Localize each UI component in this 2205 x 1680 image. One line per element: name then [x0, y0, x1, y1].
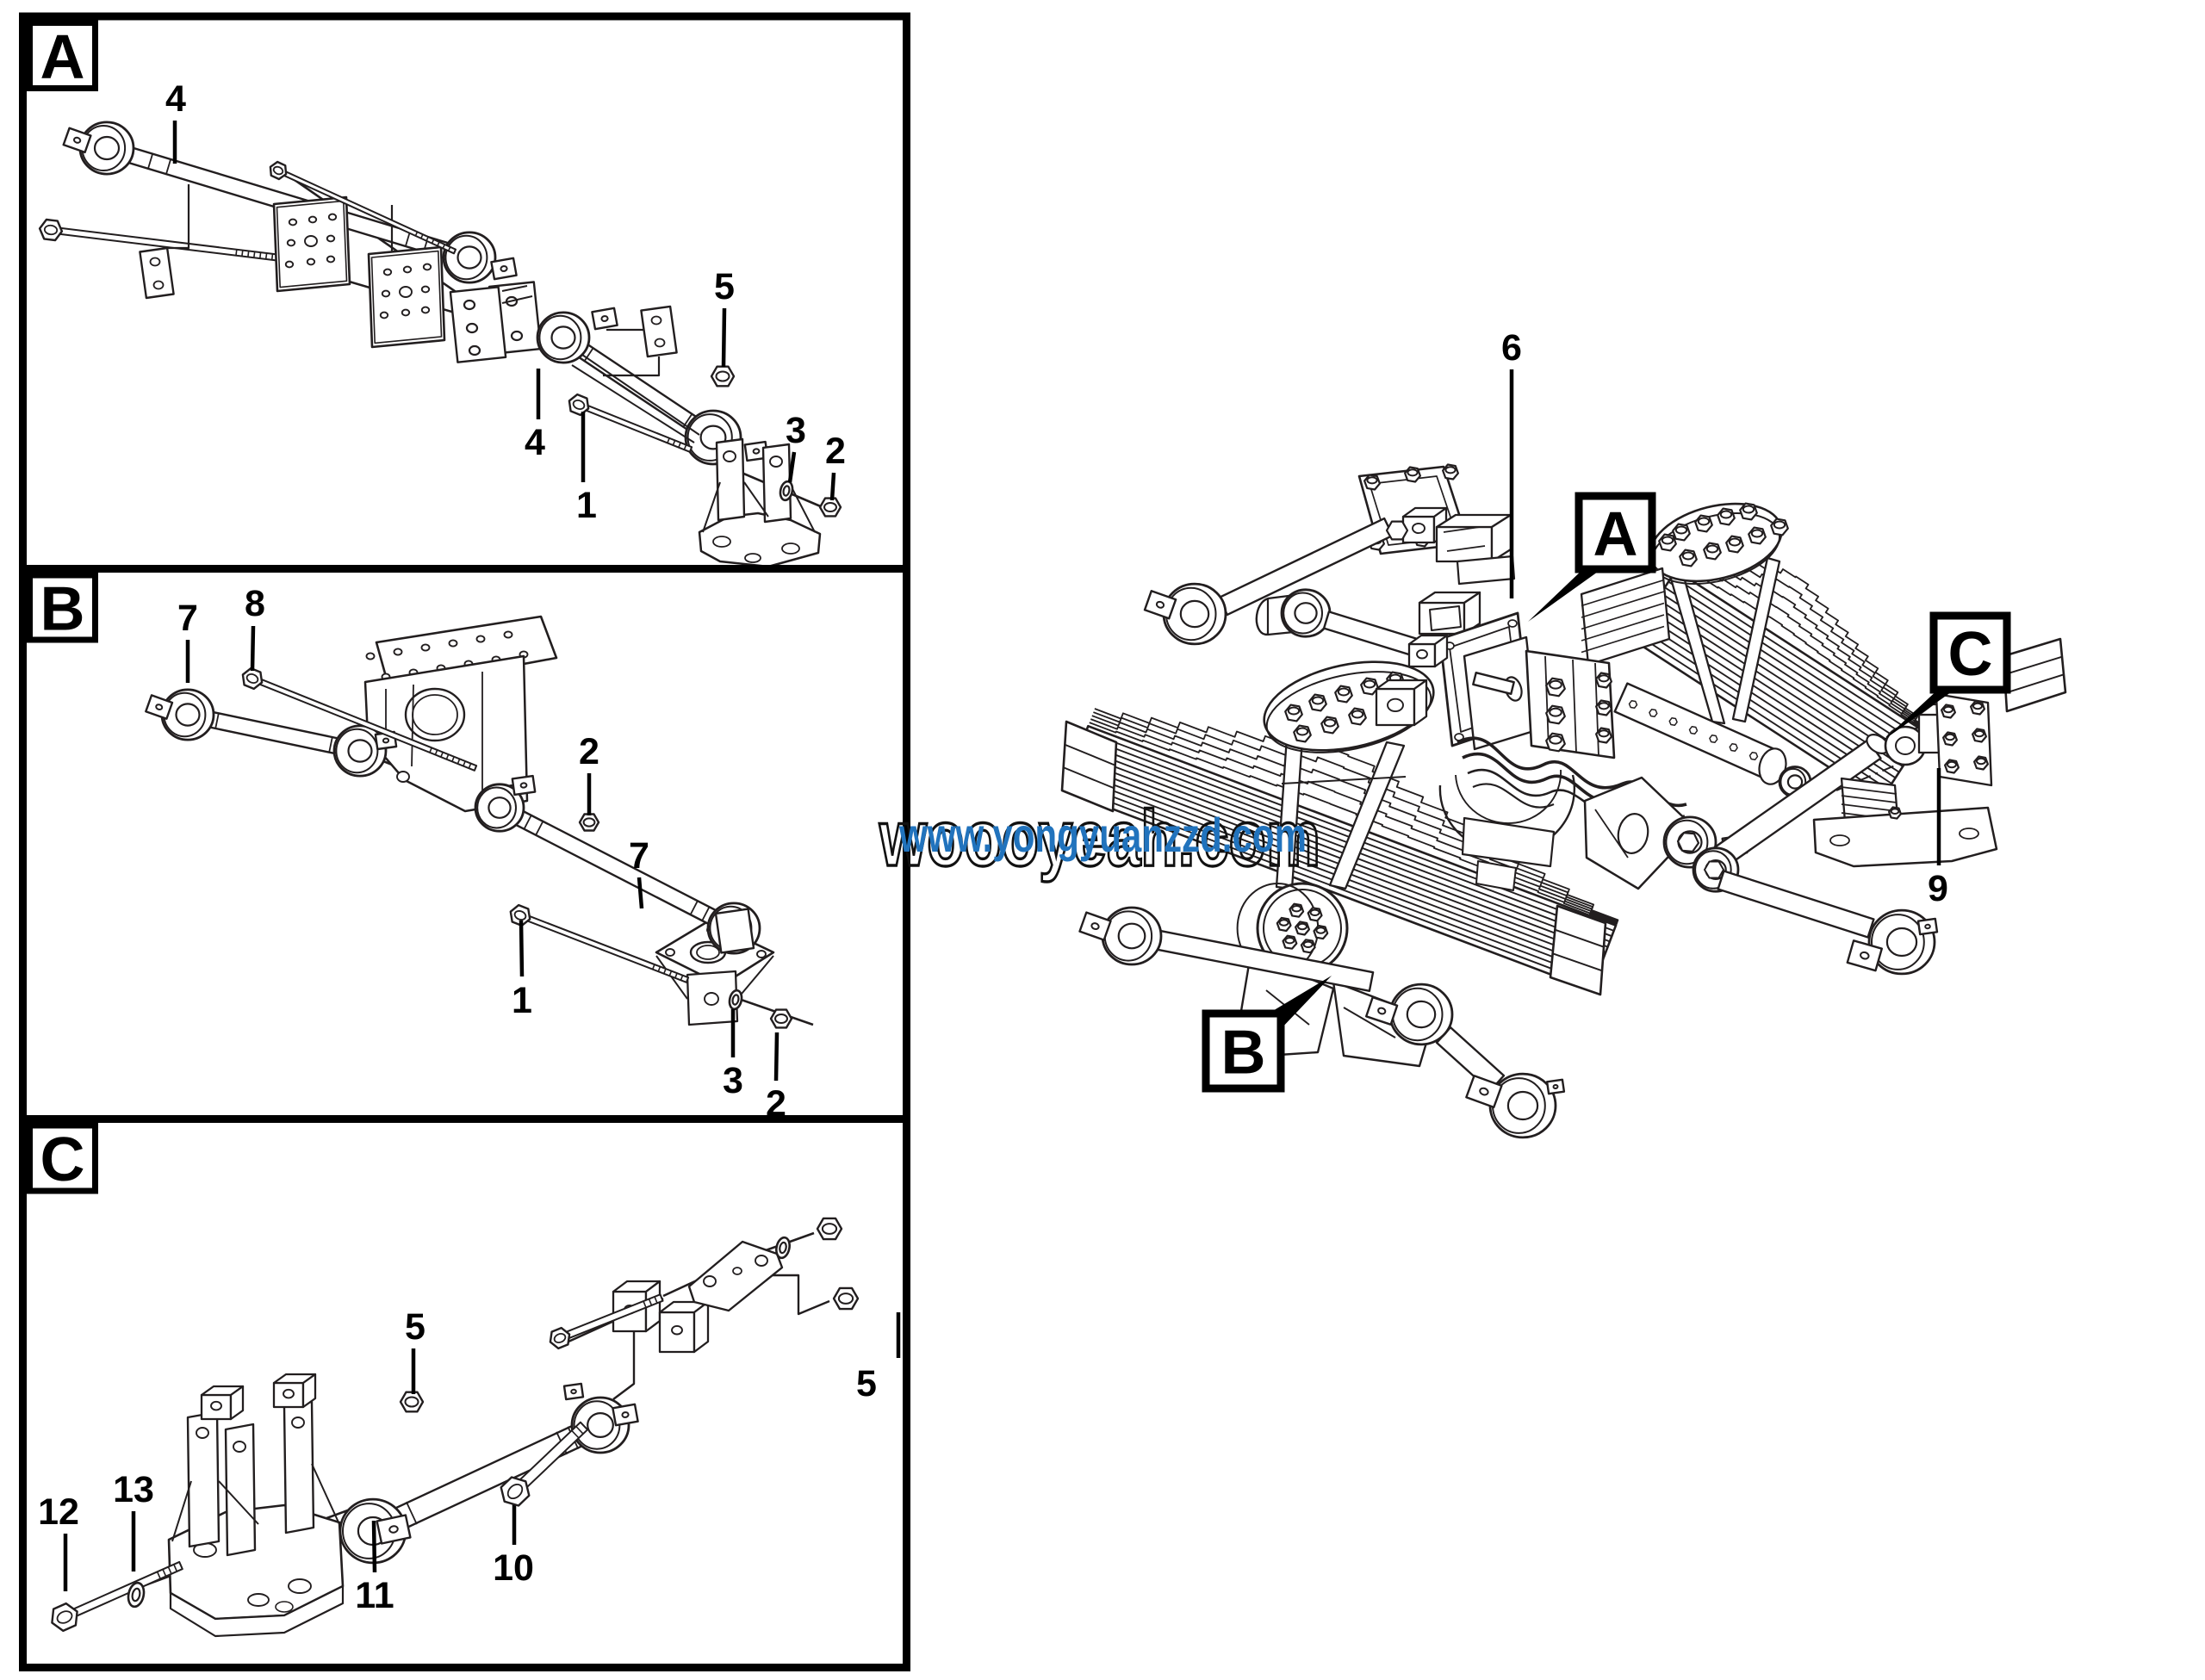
- svg-text:13: 13: [113, 1469, 154, 1510]
- svg-text:B: B: [40, 575, 85, 644]
- svg-text:woooyeah.com: woooyeah.com: [879, 795, 1320, 883]
- svg-text:10: 10: [493, 1547, 534, 1589]
- svg-text:A: A: [1593, 500, 1638, 569]
- svg-text:1: 1: [576, 485, 597, 526]
- svg-text:11: 11: [355, 1575, 394, 1616]
- svg-text:3: 3: [723, 1060, 743, 1101]
- svg-text:2: 2: [825, 431, 846, 472]
- svg-text:6: 6: [1501, 327, 1522, 369]
- svg-text:12: 12: [38, 1491, 79, 1533]
- svg-text:2: 2: [579, 731, 599, 772]
- svg-text:9: 9: [1928, 868, 1948, 909]
- svg-text:C: C: [1948, 620, 1993, 689]
- svg-text:4: 4: [165, 78, 186, 120]
- svg-text:B: B: [1221, 1019, 1266, 1088]
- svg-text:7: 7: [177, 598, 198, 639]
- svg-text:C: C: [40, 1125, 85, 1194]
- svg-text:1: 1: [512, 980, 532, 1021]
- svg-text:2: 2: [766, 1083, 786, 1125]
- svg-text:www.yongyuanzzd.com: www.yongyuanzzd.com: [898, 808, 1307, 862]
- svg-text:3: 3: [786, 410, 806, 451]
- svg-text:5: 5: [405, 1306, 425, 1348]
- svg-text:7: 7: [629, 835, 649, 877]
- svg-text:4: 4: [525, 422, 545, 463]
- svg-text:8: 8: [245, 583, 265, 624]
- svg-text:5: 5: [714, 266, 735, 307]
- svg-text:5: 5: [856, 1363, 877, 1404]
- svg-text:A: A: [40, 23, 85, 92]
